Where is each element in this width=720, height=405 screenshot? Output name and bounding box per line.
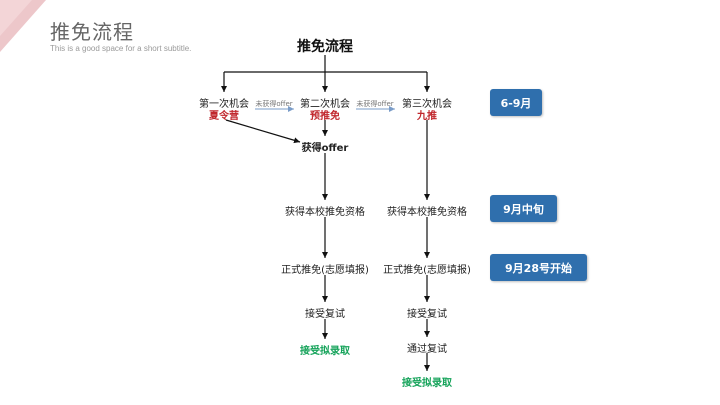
timeline-badge-june-september: 6-9月 bbox=[490, 89, 542, 116]
accept-admission-node-right: 接受拟录取 bbox=[402, 378, 452, 389]
chance-1-name: 第一次机会 bbox=[199, 99, 249, 110]
chance-3-name: 第三次机会 bbox=[402, 99, 452, 110]
apply-node-right: 正式推免(志愿填报) bbox=[383, 265, 471, 276]
apply-node-left: 正式推免(志愿填报) bbox=[281, 265, 369, 276]
chance-1-program: 夏令营 bbox=[209, 111, 239, 122]
no-offer-label-2: 未获得offer bbox=[356, 100, 394, 108]
accept-retest-node-left: 接受复试 bbox=[305, 309, 345, 320]
no-offer-label-1: 未获得offer bbox=[255, 100, 293, 108]
arrow-chance1-to-offer bbox=[225, 119, 301, 144]
accept-retest-node-right: 接受复试 bbox=[407, 309, 447, 320]
chance-2-program: 预推免 bbox=[310, 111, 340, 122]
qualification-node-left: 获得本校推免资格 bbox=[285, 207, 365, 218]
corner-decoration-light bbox=[0, 0, 32, 36]
timeline-badge-mid-september: 9月中旬 bbox=[490, 195, 557, 222]
pass-retest-node: 通过复试 bbox=[407, 344, 447, 355]
diagram-title: 推免流程 bbox=[297, 39, 353, 55]
accept-admission-node-left: 接受拟录取 bbox=[300, 346, 350, 357]
timeline-badge-sept-28: 9月28号开始 bbox=[490, 254, 587, 281]
page-title: 推免流程 bbox=[50, 20, 134, 44]
get-offer-node: 获得offer bbox=[301, 143, 349, 154]
chance-2-name: 第二次机会 bbox=[300, 99, 350, 110]
page-subtitle: This is a good space for a short subtitl… bbox=[50, 44, 192, 53]
qualification-node-right: 获得本校推免资格 bbox=[387, 207, 467, 218]
chance-3-program: 九推 bbox=[417, 111, 437, 122]
